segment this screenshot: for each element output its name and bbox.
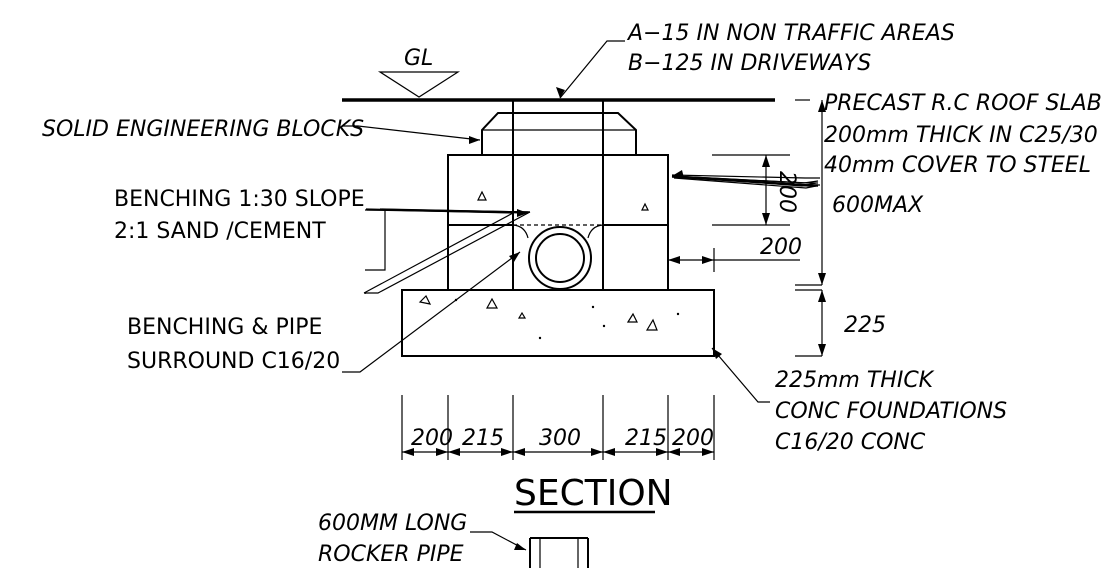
dim-bottom-215-left: 215 xyxy=(462,426,504,451)
cover-grade-b: B−125 IN DRIVEWAYS xyxy=(628,51,871,76)
foundation-line-3: C16/20 CONC xyxy=(775,430,926,455)
leader-roof-slab xyxy=(671,170,820,189)
dim-225: 225 xyxy=(844,313,886,338)
foundation-line-2: CONC FOUNDATIONS xyxy=(775,399,1007,424)
dimension-block-200: 200 xyxy=(712,154,799,226)
dim-side-200: 200 xyxy=(760,235,802,260)
leader-benching-slope xyxy=(364,209,529,217)
cover-grade-a: A−15 IN NON TRAFFIC AREAS xyxy=(626,21,955,46)
dim-bottom-300: 300 xyxy=(539,426,581,451)
solid-blocks-label: SOLID ENGINEERING BLOCKS xyxy=(42,117,364,142)
dim-600max: 600MAX xyxy=(832,193,924,218)
dim-bottom-200-left: 200 xyxy=(411,426,453,451)
ground-level-marker: GL xyxy=(377,46,461,98)
pipe xyxy=(528,226,592,290)
dimension-225: 225 xyxy=(795,289,886,357)
dimension-side-200: 200 xyxy=(668,235,802,272)
dimension-600max: 600MAX xyxy=(795,99,924,286)
leader-rocker xyxy=(470,531,527,551)
leader-pipe-surround xyxy=(342,251,521,373)
benching-slope-line-2: 2:1 SAND /CEMENT xyxy=(114,219,326,244)
roof-slab-line-1: PRECAST R.C ROOF SLAB xyxy=(824,91,1102,116)
benching-pipe-line-1: BENCHING & PIPE xyxy=(127,315,322,340)
leader-foundation xyxy=(711,347,770,403)
manhole-cover-frame xyxy=(481,100,637,290)
rocker-line-1: 600MM LONG xyxy=(318,511,467,536)
gl-label: GL xyxy=(404,46,433,71)
leaders xyxy=(342,40,625,294)
rocker-pipe xyxy=(529,537,589,568)
dim-bottom-200-right: 200 xyxy=(672,426,714,451)
rocker-line-2: ROCKER PIPE xyxy=(318,542,464,567)
benching-slope-line-1: BENCHING 1:30 SLOPE xyxy=(114,187,365,212)
dim-block-200: 200 xyxy=(774,171,799,213)
bottom-dimensions: 200 215 300 215 200 xyxy=(401,395,715,460)
benching xyxy=(512,224,604,239)
concrete-foundation xyxy=(401,289,715,357)
roof-slab-line-3: 40mm COVER TO STEEL xyxy=(824,153,1091,178)
dim-bottom-215-right: 215 xyxy=(625,426,667,451)
section-title: SECTION xyxy=(514,473,673,514)
benching-pipe-line-2: SURROUND C16/20 xyxy=(127,349,340,374)
foundation-line-1: 225mm THICK xyxy=(775,368,935,393)
roof-slab-line-2: 200mm THICK IN C25/30 xyxy=(824,123,1098,148)
upper-block-walls xyxy=(447,154,669,226)
